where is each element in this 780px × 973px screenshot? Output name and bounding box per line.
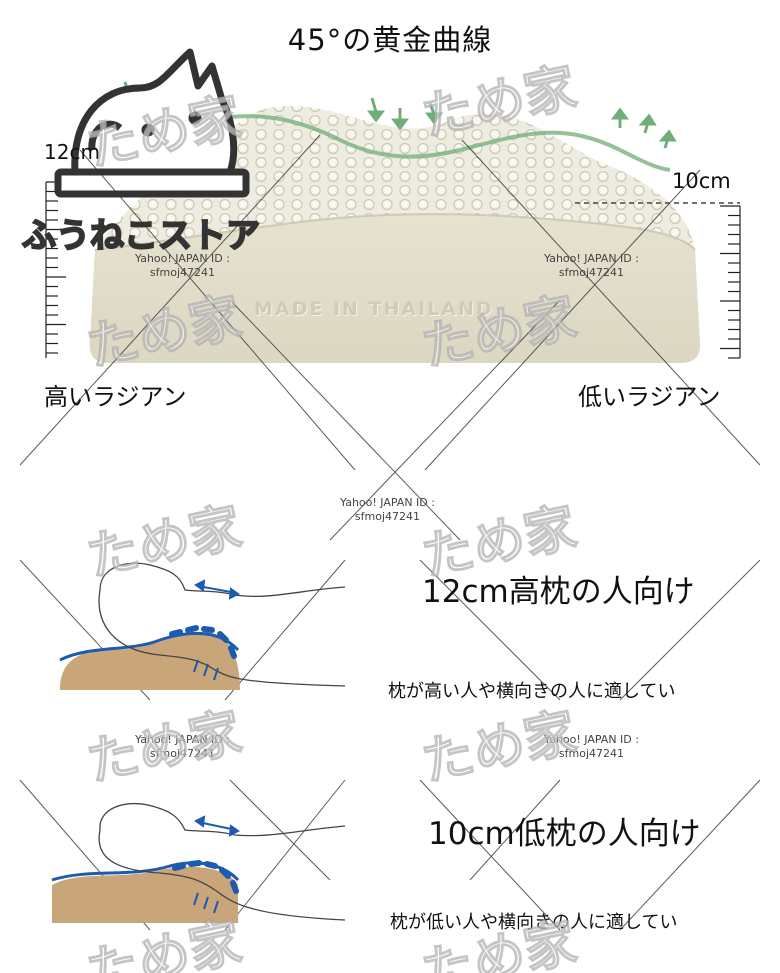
id-watermark: Yahoo! JAPAN ID :sfmoj47241 [340, 496, 435, 524]
section-low-title: 10cm低枕の人向け [428, 816, 701, 852]
ruler-right [720, 205, 741, 359]
section-high-title: 12cm高枕の人向け [422, 574, 695, 610]
section-low-desc: 枕が低い人や横向きの人に適してい [390, 912, 678, 933]
cat-logo [54, 48, 250, 198]
id-watermark: Yahoo! JAPAN ID :sfmoj47241 [544, 733, 639, 761]
id-watermark: Yahoo! JAPAN ID :sfmoj47241 [544, 252, 639, 280]
ruler-left [45, 181, 66, 358]
high-side-label: 高いラジアン [44, 383, 187, 411]
shop-name: ふうねこストア [21, 215, 261, 257]
golden-curve [209, 114, 671, 172]
diagram-low [51, 802, 346, 923]
diagram-high [59, 562, 346, 690]
id-watermark: Yahoo! JAPAN ID :sfmoj47241 [135, 252, 230, 280]
high-height-label: 12cm [44, 140, 100, 164]
id-watermark: Yahoo! JAPAN ID :sfmoj47241 [135, 733, 230, 761]
watermark-lines [19, 134, 761, 931]
low-height-label: 10cm [672, 169, 731, 193]
embossed-text: MADE IN THAILAND [254, 298, 494, 320]
page-title: 45°の黄金曲線 [287, 23, 493, 57]
low-side-label: 低いラジアン [578, 383, 721, 411]
section-high-desc: 枕が高い人や横向きの人に適してい [388, 681, 676, 702]
